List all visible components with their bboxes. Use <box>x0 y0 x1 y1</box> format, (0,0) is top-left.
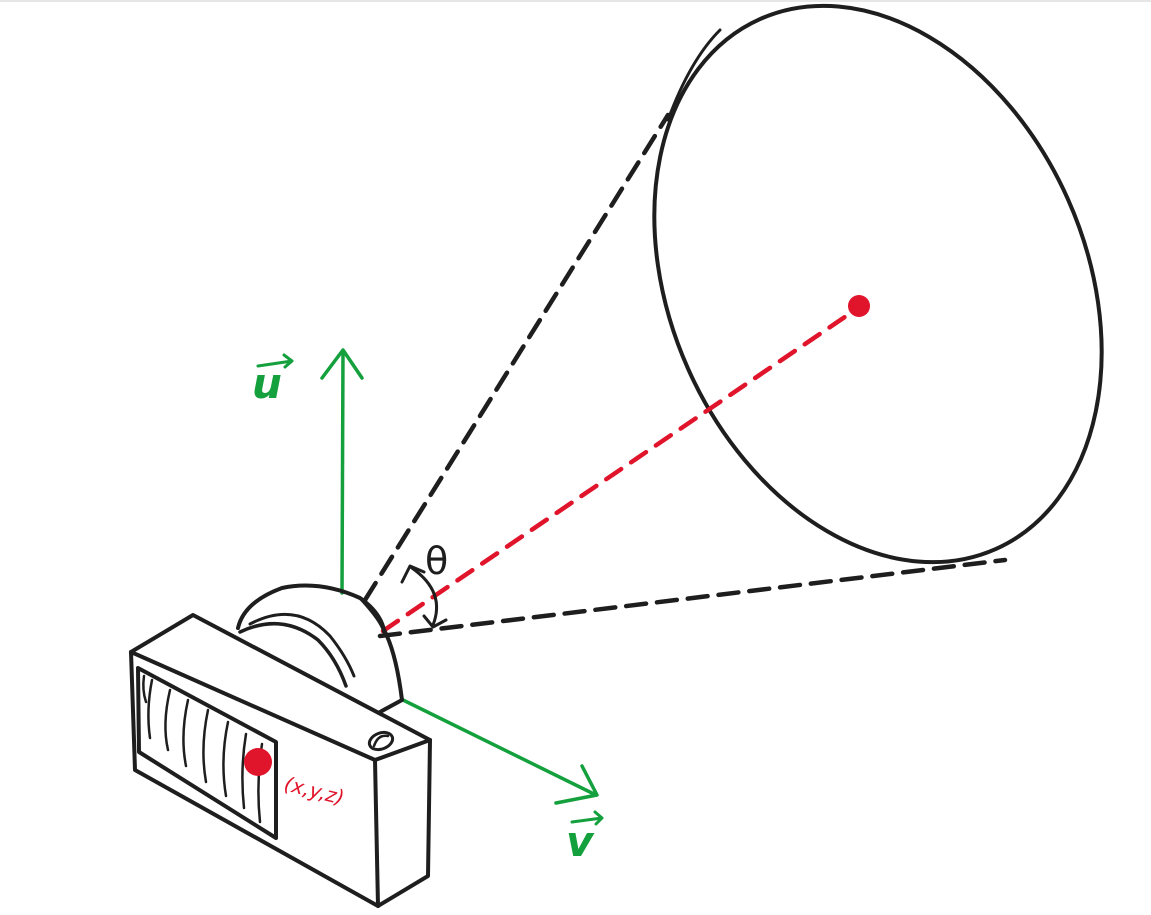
far-plane-ellipse <box>652 3 1104 565</box>
angle-annotation: θ <box>400 539 448 629</box>
camera-lens-ring-1 <box>238 621 348 688</box>
angle-arrowhead-top <box>400 564 426 584</box>
camera-shutter-detail <box>372 734 390 748</box>
ellipse-overstroke <box>666 28 722 122</box>
cone-edge-upper <box>362 112 671 603</box>
up-vector: u <box>252 348 364 595</box>
camera-body-side <box>376 738 432 908</box>
cone-edge-lower <box>377 557 1008 639</box>
camera-lens-housing <box>236 583 404 714</box>
camera-lens-edge <box>360 598 386 634</box>
camera-position-label: (x,y,z) <box>282 772 347 810</box>
angle-arrowhead-bottom <box>422 614 448 629</box>
up-vector-label: u <box>252 359 282 408</box>
camera-lens-ring-2 <box>248 612 356 678</box>
side-vector-shaft <box>401 698 598 797</box>
camera-screen <box>136 666 278 840</box>
side-vector: v <box>401 698 604 866</box>
side-vector-label: v <box>566 817 595 866</box>
camera-body-front <box>129 650 380 908</box>
camera-body-top <box>129 613 432 762</box>
viewing-cone <box>362 3 1104 639</box>
angle-label: θ <box>425 539 448 583</box>
view-axis <box>380 305 861 634</box>
side-vector-arrowhead <box>554 764 599 805</box>
camera-position-dot <box>244 748 272 776</box>
camera-icon <box>129 583 432 908</box>
side-vector-label-arrow <box>570 810 604 826</box>
camera-shutter-button <box>367 730 395 752</box>
angle-arc <box>410 566 438 627</box>
top-divider <box>0 0 1151 2</box>
target-dot <box>848 295 870 317</box>
up-vector-label-arrow <box>256 353 294 369</box>
camera-screen-glare <box>142 674 264 824</box>
up-vector-shaft <box>340 350 345 595</box>
up-vector-arrowhead <box>320 348 364 380</box>
